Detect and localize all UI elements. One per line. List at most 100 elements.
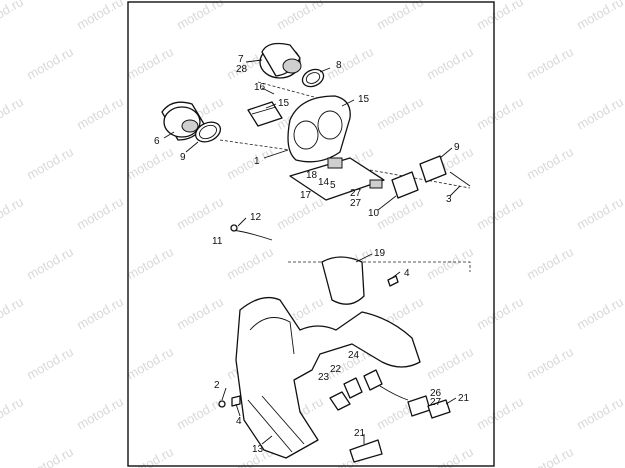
watermark-text: motod.ru (24, 444, 76, 468)
callout-11: 11 (212, 236, 223, 247)
part-10-lamp-lower (391, 171, 419, 199)
callout-16: 14 (318, 177, 330, 188)
watermark-text: motod.ru (424, 444, 476, 468)
part-8-gauge (259, 42, 302, 79)
callout-28: 28 (236, 64, 248, 75)
watermark-text: motod.ru (524, 44, 576, 83)
callout-10-upper: 9 (454, 142, 460, 153)
watermark-text: motod.ru (374, 0, 426, 33)
watermark-text: motod.ru (474, 294, 526, 333)
watermark-text: motod.ru (474, 394, 526, 433)
callout-21-right: 21 (458, 393, 470, 404)
callout-7: 6 (154, 136, 160, 147)
part-7-gauge (161, 101, 205, 141)
callout-18: 16 (254, 82, 266, 93)
diagram-frame (127, 1, 495, 467)
callout-20: 18 (306, 170, 318, 181)
watermark-text: motod.ru (224, 144, 276, 183)
part-4-clip (231, 395, 241, 407)
callout-24: 24 (348, 350, 360, 361)
callout-22: 22 (330, 364, 342, 375)
watermark-text: motod.ru (24, 244, 76, 283)
callout-labels: 7 28 8 16 15 15 6 9 1 9 18 14 5 27 27 17… (154, 54, 470, 455)
callout-5: 4 (404, 268, 410, 279)
watermark-text: motod.ru (124, 444, 176, 468)
callout-1: 1 (254, 156, 260, 167)
callout-9-upper: 8 (336, 60, 342, 71)
leader-lines (163, 59, 461, 445)
watermark-text: motod.ru (424, 44, 476, 83)
callout-25: 26 (430, 388, 442, 399)
watermark-text: motod.ru (474, 94, 526, 133)
part-22-switch (343, 377, 363, 399)
callout-17: 15 (278, 98, 290, 109)
watermark-text: motod.ru (474, 0, 526, 33)
callout-8: 7 (238, 54, 244, 65)
watermark-text: motod.ru (74, 194, 126, 233)
part-9-ring-upper (301, 68, 325, 88)
watermark-text: motod.ru (424, 244, 476, 283)
watermark-text: motod.ru (274, 0, 326, 33)
watermark-text: motod.ru (124, 344, 176, 383)
watermark-text: motod.ru (24, 44, 76, 83)
part-12-cable (231, 229, 273, 241)
watermark-text: motod.ru (424, 344, 476, 383)
watermark-text: motod.ru (174, 294, 226, 333)
part-10-lamp-upper (419, 155, 447, 183)
watermark-text: motod.ru (24, 144, 76, 183)
callout-27-upper: 27 (350, 198, 362, 209)
callout-26: 27 (350, 188, 362, 199)
watermark-text: motod.ru (374, 94, 426, 133)
callout-9-lower: 9 (180, 152, 186, 163)
part-14-fairing (321, 256, 365, 305)
watermark-text: motod.ru (74, 0, 126, 33)
callout-23: 23 (318, 372, 330, 383)
part-15-housing (287, 95, 351, 163)
part-20-clip (327, 157, 343, 169)
watermark-text: motod.ru (524, 344, 576, 383)
callout-10-lower: 10 (368, 208, 380, 219)
watermark-text: motod.ru (74, 94, 126, 133)
watermark-text: motod.ru (574, 294, 625, 333)
callout-15: 15 (358, 94, 370, 105)
watermark-text: motod.ru (124, 244, 176, 283)
watermark-text: motod.ru (574, 194, 625, 233)
callout-13: 13 (252, 444, 264, 455)
watermark-text: motod.ru (124, 144, 176, 183)
part-13-body (235, 296, 421, 459)
watermark-text: motod.ru (524, 144, 576, 183)
callout-4: 4 (236, 416, 242, 427)
watermark-text: motod.ru (0, 294, 26, 333)
callout-6: 5 (330, 180, 336, 191)
watermark-text: motod.ru (524, 244, 576, 283)
watermark-text: motod.ru (124, 44, 176, 83)
watermark-text: motod.ru (0, 194, 26, 233)
watermark-text: motod.ru (0, 0, 26, 33)
part-21-connector-right (427, 399, 451, 419)
callout-2: 2 (214, 380, 220, 391)
watermark-text: motod.ru (224, 244, 276, 283)
watermark-text: motod.ru (174, 394, 226, 433)
watermark-text: motod.ru (574, 94, 625, 133)
watermark-text: motod.ru (474, 194, 526, 233)
callout-12: 12 (250, 212, 262, 223)
part-23-switch (329, 391, 351, 411)
callout-3: 3 (446, 194, 452, 205)
callout-14: 19 (374, 248, 386, 259)
part-2-screw (218, 400, 226, 408)
callout-19: 17 (300, 190, 312, 201)
watermark-text: motod.ru (174, 0, 226, 33)
watermark-text: motod.ru (374, 194, 426, 233)
part-9-ring-lower (194, 121, 222, 143)
watermark-text: motod.ru (24, 344, 76, 383)
part-21-connector-bottom (349, 439, 383, 463)
watermark-text: motod.ru (0, 394, 26, 433)
watermark-text: motod.ru (574, 0, 625, 33)
watermark-text: motod.ru (574, 394, 625, 433)
callout-21-bottom: 21 (354, 428, 366, 439)
callout-27-lower: 27 (430, 397, 442, 408)
watermark-text: motod.ru (0, 94, 26, 133)
watermark-text: motod.ru (524, 444, 576, 468)
watermark-text: motod.ru (74, 394, 126, 433)
